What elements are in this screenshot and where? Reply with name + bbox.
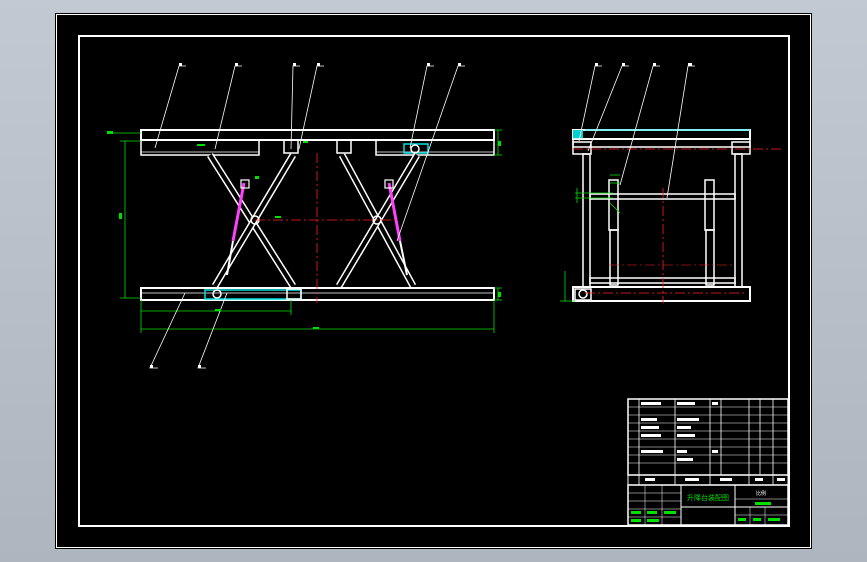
assembly-drawing: 升降台装配图 比例 xyxy=(56,14,811,548)
title-green-glyphs xyxy=(631,502,780,522)
top-hinge-mid xyxy=(336,139,352,154)
side-cylinder-right-top xyxy=(704,179,715,231)
dim-glyphs-front xyxy=(107,131,501,329)
parts-list-glyphs xyxy=(641,402,785,481)
side-cross-beam xyxy=(589,193,736,200)
side-top-bar xyxy=(572,138,751,148)
side-top-cap-left xyxy=(573,130,583,139)
outer-frame xyxy=(56,14,811,548)
scale-label: 比例 xyxy=(756,490,766,497)
cylinders-front xyxy=(226,179,408,276)
top-roller-right xyxy=(410,144,420,154)
dimensions-front xyxy=(107,129,502,333)
top-platform xyxy=(140,129,495,141)
callout-marks-side xyxy=(595,63,692,66)
side-view xyxy=(560,63,783,303)
drawing-sheet: 升降台装配图 比例 xyxy=(55,13,812,549)
leaders-front xyxy=(149,65,465,369)
bottom-hinge-mid xyxy=(286,288,302,300)
side-cylinder-left-bottom xyxy=(609,229,619,286)
side-top-plate xyxy=(572,129,751,140)
callout-marks-front xyxy=(150,63,461,368)
dimensions-side xyxy=(560,174,621,302)
side-leg-right xyxy=(734,153,743,288)
inner-frame xyxy=(78,35,790,527)
leaders-side xyxy=(578,65,695,199)
scissor-right xyxy=(335,153,421,288)
top-rail-left xyxy=(140,140,260,156)
bottom-base xyxy=(140,287,495,301)
side-base xyxy=(572,286,751,302)
bottom-roller-left xyxy=(212,289,222,299)
side-leg-left xyxy=(582,153,591,288)
top-rail-right xyxy=(375,140,495,156)
side-cylinder-left-top xyxy=(608,179,619,231)
scissor-left xyxy=(207,153,297,288)
drawing-title: 升降台装配图 xyxy=(687,493,729,502)
side-cylinder-right-bottom xyxy=(705,229,715,286)
title-block xyxy=(627,398,789,526)
front-view xyxy=(107,63,502,369)
